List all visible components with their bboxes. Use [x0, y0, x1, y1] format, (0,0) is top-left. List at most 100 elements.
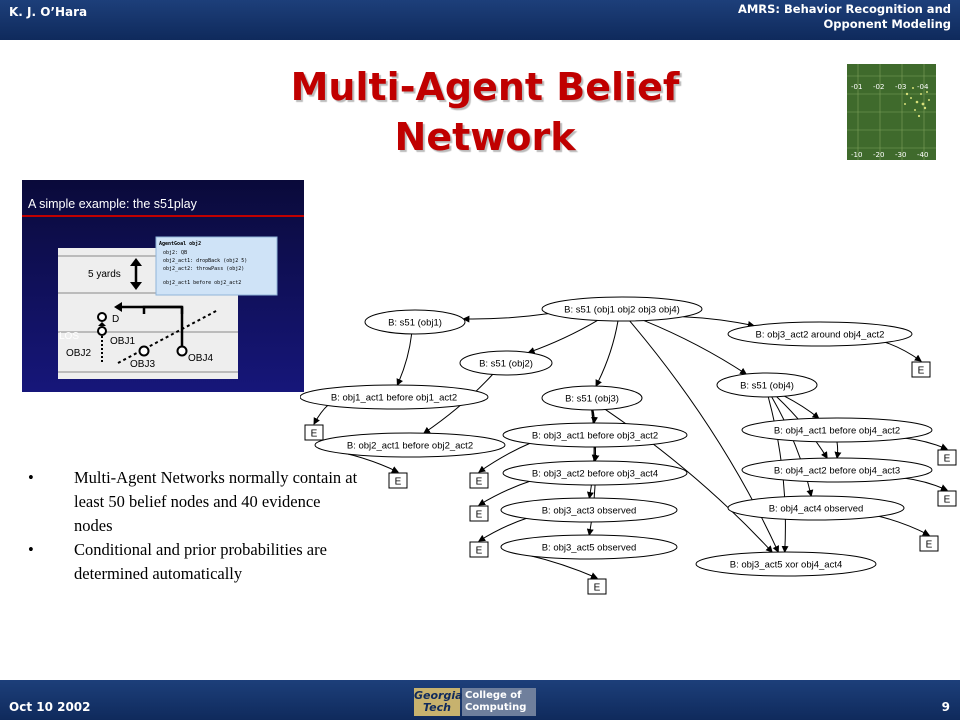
belief-node-label: B: obj3_act3 observed	[542, 506, 637, 517]
yard-label: 5 yards	[88, 269, 121, 280]
obj2-label: OBJ2	[66, 348, 91, 359]
evidence-node-label: E	[944, 495, 951, 506]
belief-node	[500, 534, 678, 560]
logo-text: Georgia	[414, 689, 463, 702]
thumb-top-label: -01	[851, 83, 862, 91]
network-edge	[834, 441, 842, 459]
bullet-text: Multi-Agent Networks normally contain at…	[74, 468, 358, 535]
presentation-date: Oct 10 2002	[9, 700, 91, 714]
logo-text: Tech	[423, 701, 451, 714]
slide-header: K. J. O’Hara AMRS: Behavior Recognition …	[0, 0, 960, 40]
network-edge	[784, 395, 820, 419]
d-label: D	[112, 314, 119, 325]
subject-line-1: AMRS: Behavior Recognition and	[737, 2, 951, 16]
belief-node-label: B: obj3_act2 before obj3_act4	[532, 469, 658, 480]
belief-node-label: B: obj1_act1 before obj1_act2	[331, 393, 457, 404]
evidence-node-label: E	[395, 477, 402, 488]
evidence-edge	[478, 442, 531, 473]
belief-network-diagram: B: s51 (obj1 obj2 obj3 obj4)B: s51 (obj1…	[300, 296, 957, 595]
network-edge	[462, 313, 549, 323]
page-number: 9	[941, 700, 950, 714]
evidence-node-label: E	[476, 477, 483, 488]
author-name: K. J. O’Hara	[9, 5, 88, 19]
code-line: AgentGoal obj2	[159, 240, 201, 247]
belief-node-label: B: s51 (obj2)	[479, 359, 533, 370]
belief-node	[541, 385, 643, 411]
evidence-node	[587, 578, 607, 595]
evidence-node-label: E	[476, 510, 483, 521]
field-thumbnail-image: -01 -02 -03 -04 -10 -20 -30 -40	[847, 64, 936, 160]
network-edge	[771, 396, 814, 497]
evidence-node-label: E	[944, 454, 951, 465]
belief-node	[716, 372, 818, 398]
belief-node	[314, 432, 506, 458]
evidence-edge	[903, 437, 948, 450]
evidence-edge	[877, 515, 930, 536]
belief-node-label: B: s51 (obj3)	[565, 394, 619, 405]
evidence-node	[937, 449, 957, 466]
logo-text: College of	[465, 690, 522, 701]
embedded-slide-image: A simple example: the s51play 5 yards Ag…	[22, 180, 304, 392]
bullet-item: •Conditional and prior probabilities are…	[28, 538, 358, 586]
belief-node-label: B: obj4_act4 observed	[769, 504, 864, 515]
bullet-list: • Multi-Agent Networks normally contain a…	[28, 466, 358, 586]
belief-node-label: B: s51 (obj4)	[740, 381, 794, 392]
evidence-node	[469, 505, 489, 522]
belief-node-label: B: s51 (obj1 obj2 obj3 obj4)	[564, 305, 680, 316]
evidence-node-label: E	[926, 540, 933, 551]
belief-node	[502, 460, 688, 486]
network-edge	[643, 320, 748, 375]
presentation-subject: AMRS: Behavior Recognition and Opponent …	[738, 2, 951, 32]
network-edge	[629, 320, 779, 553]
thumb-bottom-label: -20	[873, 151, 884, 159]
georgia-tech-logo: Georgia Tech	[414, 688, 463, 716]
belief-node	[741, 417, 933, 443]
evidence-node	[919, 535, 939, 552]
code-line: obj2_act1: dropBack (obj2 5)	[163, 258, 247, 264]
college-of-computing-logo: College of Computing	[462, 688, 536, 716]
title-line-2: Network	[394, 115, 576, 159]
evidence-node	[388, 472, 408, 489]
belief-node-label: B: obj3_act5 xor obj4_act4	[730, 560, 843, 571]
code-line: obj2: QB	[163, 250, 187, 256]
evidence-node	[304, 424, 324, 441]
obj4-label: OBJ4	[188, 353, 213, 364]
obj1-label: OBJ1	[110, 336, 135, 347]
obj3-label: OBJ3	[130, 359, 155, 370]
network-edge	[527, 319, 598, 354]
college-logo: Georgia Tech College of Computing	[414, 688, 536, 716]
thumb-bottom-label: -10	[851, 151, 862, 159]
belief-node-label: B: obj4_act2 before obj4_act3	[774, 466, 900, 477]
network-edge	[396, 333, 413, 386]
embedded-slide-caption: A simple example: the s51play	[28, 197, 198, 211]
belief-node-label: B: obj3_act2 around obj4_act2	[756, 330, 885, 341]
slide-title: Multi-Agent Belief Network	[200, 62, 770, 162]
evidence-edge	[313, 404, 329, 425]
evidence-edge	[478, 517, 528, 542]
evidence-node-label: E	[918, 366, 925, 377]
network-edge	[592, 446, 600, 462]
logo-text: Computing	[465, 702, 527, 713]
belief-node	[459, 350, 553, 376]
belief-node	[364, 309, 466, 335]
bullet-item: • Multi-Agent Networks normally contain a…	[28, 466, 358, 538]
belief-node	[300, 384, 489, 410]
title-line-1: Multi-Agent Belief	[290, 65, 680, 109]
network-edge	[595, 320, 619, 387]
evidence-edge	[478, 480, 531, 506]
evidence-node-label: E	[311, 429, 318, 440]
evidence-node-label: E	[476, 546, 483, 557]
bullet-marker: •	[28, 468, 34, 487]
code-line: obj2_act1 before obj2_act2	[163, 280, 241, 286]
evidence-node-label: E	[594, 583, 601, 594]
belief-node	[500, 497, 678, 523]
bullet-marker: •	[28, 540, 34, 559]
evidence-edge	[903, 477, 948, 491]
belief-node-label: B: obj2_act1 before obj2_act2	[347, 441, 473, 452]
thumb-top-label: -02	[873, 83, 884, 91]
thumb-top-label: -03	[895, 83, 906, 91]
belief-node	[695, 551, 877, 577]
evidence-node	[469, 472, 489, 489]
belief-node-label: B: obj4_act1 before obj4_act2	[774, 426, 900, 437]
evidence-node	[937, 490, 957, 507]
